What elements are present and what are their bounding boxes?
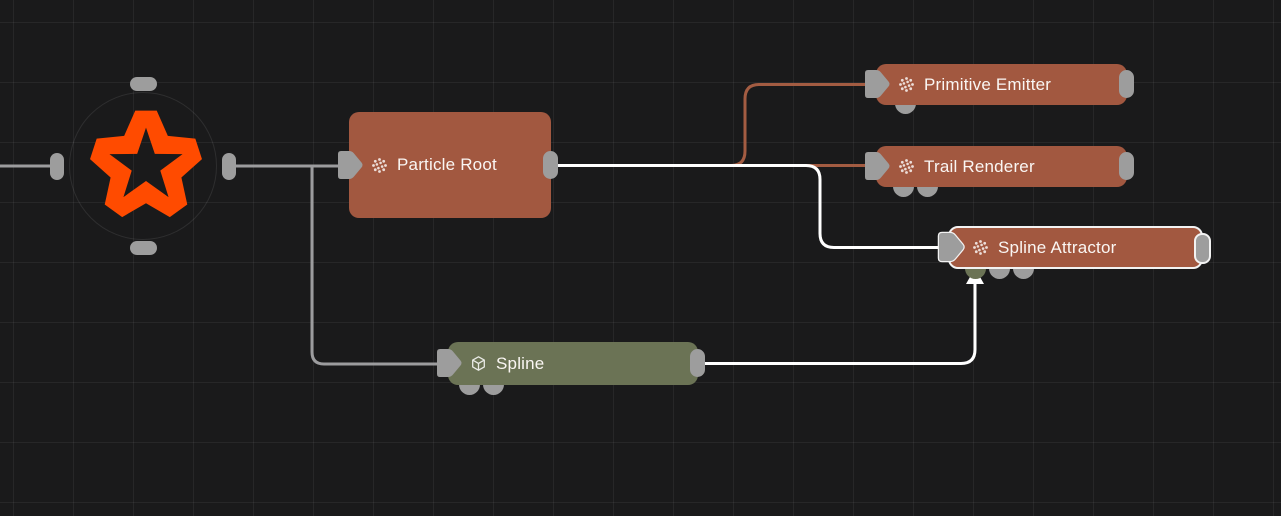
- star-logo-icon[interactable]: [86, 106, 206, 226]
- root-star-port-out[interactable]: [222, 153, 236, 180]
- node-particle-root[interactable]: Particle Root: [349, 112, 551, 218]
- node-label: Trail Renderer: [924, 156, 1035, 176]
- node-trail-renderer[interactable]: Trail Renderer: [876, 146, 1127, 187]
- node-label: Primitive Emitter: [924, 74, 1052, 94]
- node-spline-attractor[interactable]: Spline Attractor: [948, 226, 1203, 269]
- particles-icon: [372, 157, 387, 173]
- particles-icon: [899, 77, 914, 92]
- root-star-port-bottom[interactable]: [130, 241, 157, 255]
- node-label: Spline Attractor: [998, 237, 1117, 257]
- particle-root-port-in[interactable]: [334, 148, 364, 182]
- node-spline[interactable]: Spline: [448, 342, 698, 385]
- node-primitive-emitter[interactable]: Primitive Emitter: [876, 64, 1127, 105]
- spline-attractor-port-out[interactable]: [1194, 233, 1211, 264]
- cube-icon: [472, 356, 485, 371]
- wire-root-star-to-spline[interactable]: [310, 166, 446, 366]
- root-star-port-in[interactable]: [50, 153, 64, 180]
- root-star-port-top[interactable]: [130, 77, 157, 91]
- trail-renderer-port-out[interactable]: [1119, 152, 1134, 180]
- particles-icon: [899, 159, 914, 174]
- spline-attractor-port-in[interactable]: [935, 230, 965, 264]
- wire-spline-to-spline-attractor[interactable]: [700, 283, 977, 365]
- node-label: Spline: [496, 353, 545, 373]
- wire-particle-root-to-spline-attractor[interactable]: [553, 164, 946, 249]
- wire-particle-root-to-primitive-emitter[interactable]: [553, 83, 872, 167]
- particle-root-port-out[interactable]: [543, 151, 558, 179]
- trail-renderer-port-in[interactable]: [861, 149, 891, 183]
- particles-icon: [973, 240, 988, 255]
- node-label: Particle Root: [397, 155, 497, 174]
- spline-port-out[interactable]: [690, 349, 705, 377]
- spline-port-in[interactable]: [433, 346, 463, 380]
- primitive-emitter-port-out[interactable]: [1119, 70, 1134, 98]
- primitive-emitter-port-in[interactable]: [861, 67, 891, 101]
- root-star-ring: [69, 92, 217, 240]
